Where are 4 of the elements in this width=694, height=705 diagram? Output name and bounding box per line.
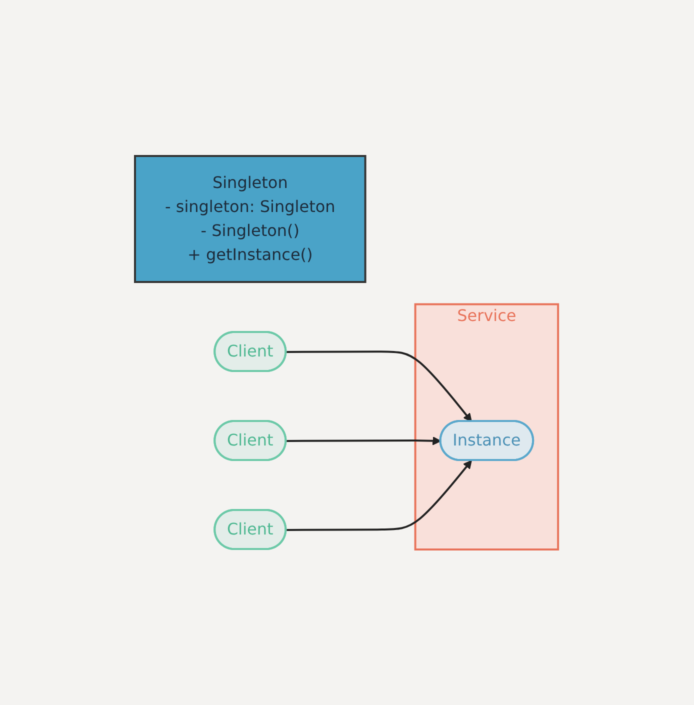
arrow <box>286 436 442 445</box>
node-box: Singleton - singleton: Singleton - Singleton() + getInstance() <box>134 154 367 283</box>
arrow <box>286 460 472 531</box>
arrow <box>286 350 472 422</box>
